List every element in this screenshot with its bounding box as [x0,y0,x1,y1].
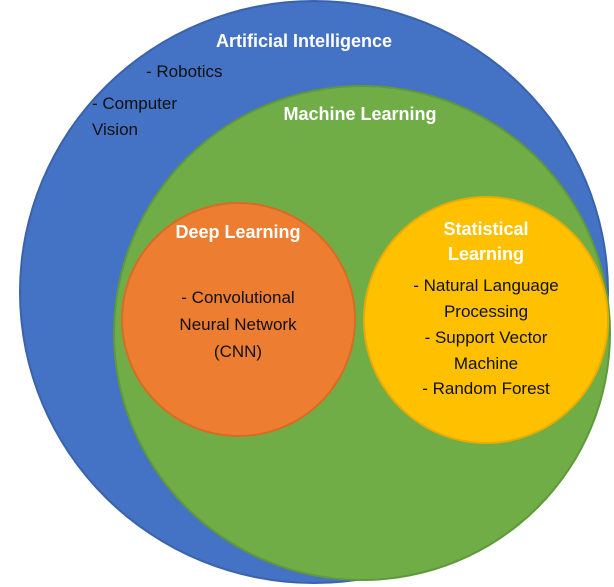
ai-item-robotics: - Robotics [146,62,223,81]
dl-title: Deep Learning [175,222,301,242]
dl-item-line3: (CNN) [213,342,263,361]
sl-title-line1: Statistical [443,219,529,239]
dl-item-line2: Neural Network [179,315,297,334]
ai-title: Artificial Intelligence [215,31,393,51]
sl-item-line1: - Natural Language [413,276,559,295]
dl-item-line1: - Convolutional [181,288,295,307]
ai-item-computer: - Computer [92,94,178,113]
sl-title-line2: Learning [447,244,524,264]
sl-item-line4: Machine [453,354,519,373]
ml-title: Machine Learning [283,104,437,124]
sl-item-line3: - Support Vector [424,328,548,347]
sl-item-line2: Processing [443,302,529,321]
statistical-learning-circle [363,196,609,444]
ai-item-vision: Vision [92,120,138,139]
deep-learning-circle [121,202,356,437]
sl-item-line5: - Random Forest [422,379,550,398]
